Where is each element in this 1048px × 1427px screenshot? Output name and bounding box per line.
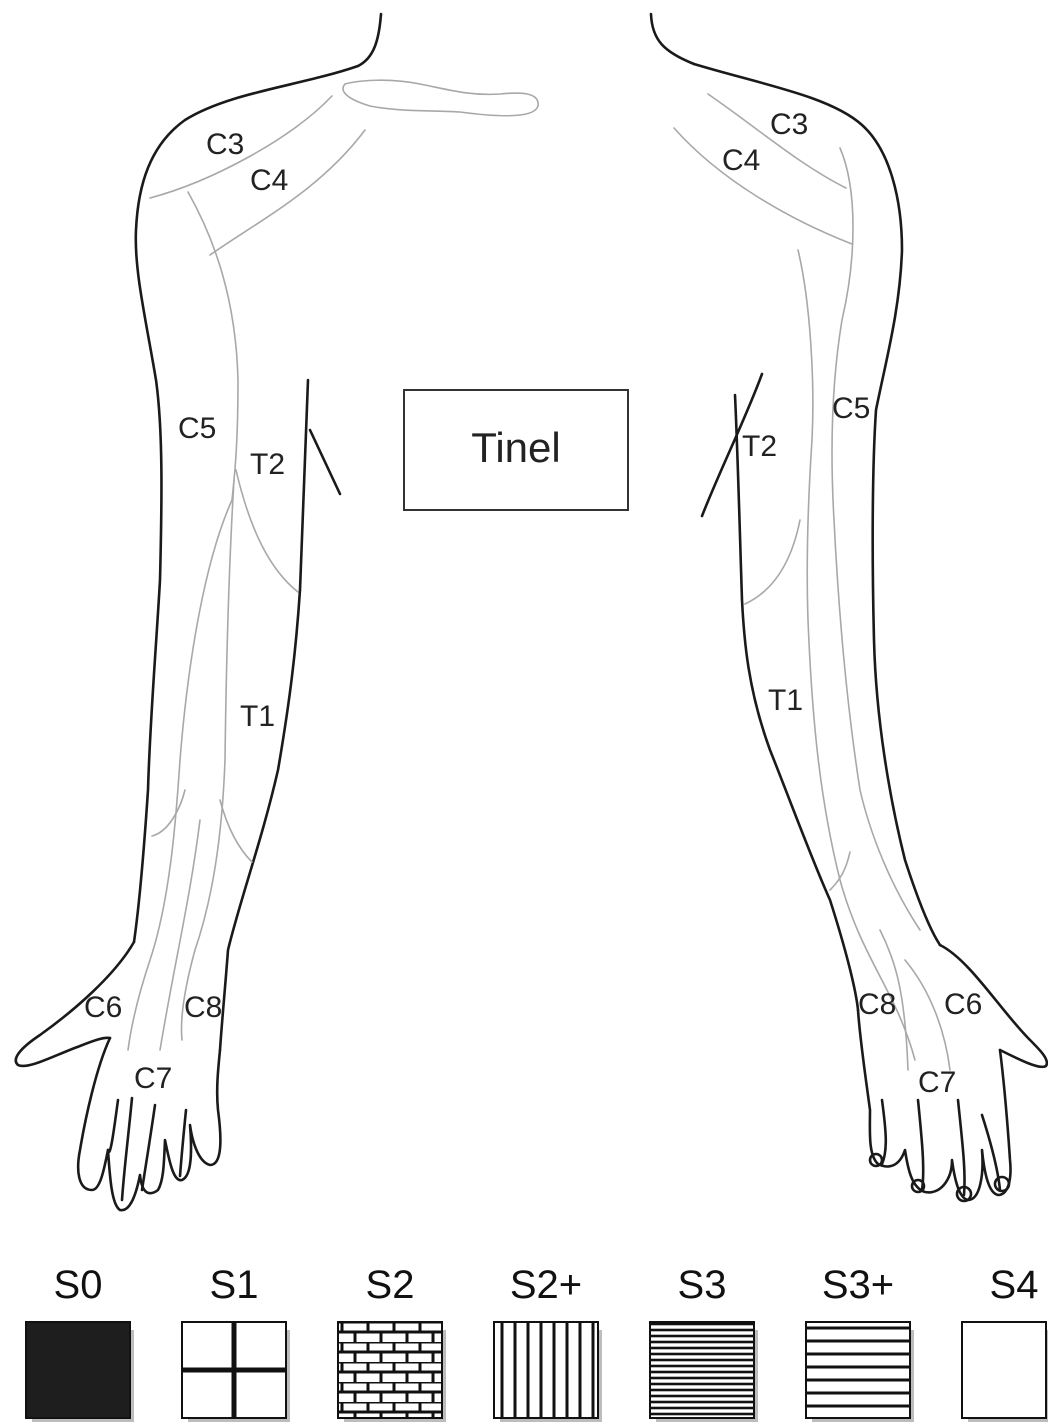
label-left-c6: C6 [84,991,122,1024]
left-axilla-fold [310,430,340,494]
label-left-c4: C4 [250,164,288,197]
label-right-c8: C8 [858,988,896,1021]
label-right-c6: C6 [944,988,982,1021]
label-right-c4: C4 [722,144,760,177]
tinel-label: Tinel [471,424,560,471]
legend-label-s2plus: S2+ [510,1263,582,1307]
right-hand-outline [858,1010,1011,1200]
legend-label-s3: S3 [678,1263,727,1307]
label-right-t2: T2 [742,430,777,463]
left-derm-c5-c6 [128,500,232,1050]
label-left-t1: T1 [240,700,275,733]
legend: S0 S1 S2 S2+ S3 S3+ S4 [26,1263,1048,1422]
left-finger-lines [108,1098,186,1200]
left-derm-forearm-curve [152,790,185,836]
left-derm-forearm-curve2 [220,800,252,862]
left-neck-line [358,14,381,66]
label-left-c3: C3 [206,128,244,161]
right-arm-outer-outline [694,64,940,945]
legend-swatch-s2 [338,1322,442,1418]
right-derm-c4-c5 [674,128,852,244]
right-derm-c5-outer [832,148,920,930]
right-derm-c5-inner [798,250,915,1060]
label-right-c3: C3 [770,108,808,141]
legend-swatch-s2plus [494,1322,598,1418]
legend-label-s2: S2 [366,1263,415,1307]
legend-swatch-s0 [26,1322,130,1418]
label-right-c7: C7 [918,1066,956,1099]
legend-label-s1: S1 [210,1263,259,1307]
legend-swatch-s4 [962,1322,1046,1418]
right-derm-t2-curve [745,520,800,604]
legend-label-s3plus: S3+ [822,1263,894,1307]
right-fingernail-4 [995,1177,1009,1191]
label-right-c5: C5 [832,392,870,425]
label-left-c7: C7 [134,1062,172,1095]
right-derm-forearm-curve [830,852,850,890]
legend-label-s4: S4 [990,1263,1039,1307]
left-clavicle [343,80,538,116]
tinel-box: Tinel [404,390,628,510]
dermatome-labels: C3 C4 C5 T2 T1 C6 C8 C7 C3 C4 C5 T2 T1 C… [84,108,982,1099]
label-left-c5: C5 [178,412,216,445]
label-left-c8: C8 [184,991,222,1024]
label-right-t1: T1 [768,684,803,717]
right-neck-line [651,14,694,64]
legend-swatch-s3 [650,1322,754,1418]
right-arm [651,14,1047,1201]
label-left-t2: T2 [250,448,285,481]
left-derm-t2 [236,470,298,592]
legend-label-s0: S0 [54,1263,103,1307]
left-derm-c4-c5 [188,192,238,500]
left-derm-c8 [182,480,234,1040]
legend-swatch-s3plus [806,1322,910,1418]
